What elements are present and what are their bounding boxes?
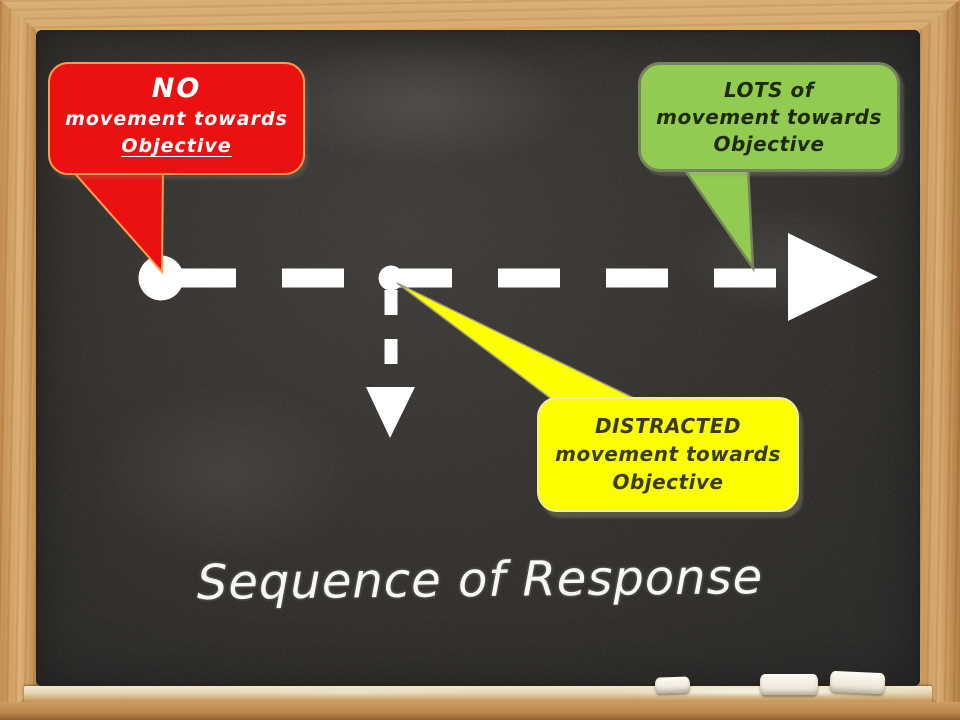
- slide-title: Sequence of Response: [196, 549, 764, 611]
- chalk-smudge: [86, 380, 366, 570]
- callout-no-line2: movement towards: [65, 108, 288, 130]
- chalk-piece: [829, 670, 886, 695]
- chalk-dust: [200, 689, 500, 695]
- callout-lots-line2: movement towards: [656, 105, 882, 129]
- callout-distracted-heading: DISTRACTED: [595, 414, 741, 438]
- chalk-smudge: [676, 200, 886, 320]
- callout-no-heading: NO: [151, 73, 202, 104]
- chalk-smudge: [256, 38, 586, 168]
- callout-lots-line3: Objective: [713, 132, 825, 156]
- callout-no-movement: NO movement towards Objective: [48, 62, 305, 175]
- callout-distracted-line2: movement towards: [555, 442, 781, 466]
- wood-frame-left: [0, 0, 36, 720]
- callout-distracted-line3: Objective: [612, 470, 724, 494]
- callout-lots-movement: LOTS of movement towards Objective: [638, 62, 900, 172]
- chalk-tray-front: [0, 702, 960, 720]
- callout-no-line3: Objective: [121, 135, 232, 157]
- callout-lots-heading: LOTS of: [724, 78, 814, 102]
- callout-distracted-movement: DISTRACTED movement towards Objective: [537, 397, 799, 512]
- chalk-piece: [760, 674, 818, 695]
- chalk-piece: [654, 676, 691, 694]
- wood-frame-right: [920, 0, 960, 720]
